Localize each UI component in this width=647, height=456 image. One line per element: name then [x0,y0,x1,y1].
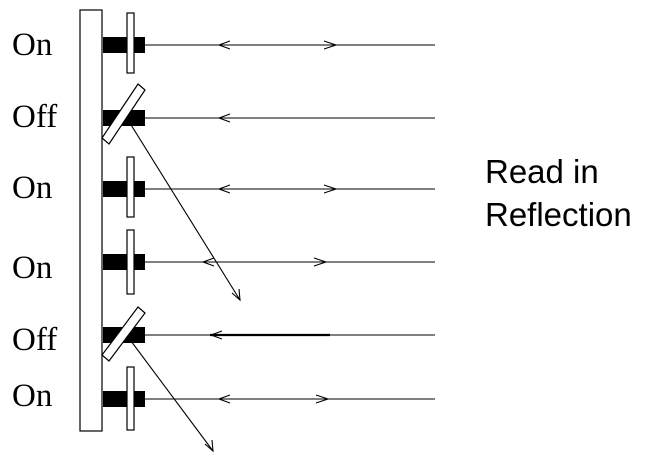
caption-line-1: Read in [485,153,599,190]
row-4-mirror-flat [126,229,135,295]
row-3-pixel-block [103,181,145,197]
row-4-pixel [103,229,435,295]
row-6-arrow-outgoing [315,394,330,404]
row-4-arrow-outgoing [313,257,328,267]
row-2-deflected-beam [127,119,241,301]
row-5-deflected-beam [127,336,214,452]
row-5-state-label: Off [12,322,57,358]
row-6-pixel [103,366,435,431]
row-2-pixel [101,83,435,302]
row-6-pixel-block [103,391,145,407]
row-6-state-label: On [12,378,52,414]
row-1-pixel-block [103,37,145,53]
row-3-arrow-incoming [217,184,231,194]
row-5-pixel [101,306,435,453]
row-5-mirror-tilted [101,306,146,362]
row-1-state-label: On [12,27,52,63]
row-5-deflected-arrowhead [204,439,214,453]
row-2-deflected-arrowhead [231,288,241,302]
row-1-pixel [103,12,435,74]
row-3-mirror-flat [126,156,135,218]
row-4-state-label: On [12,250,52,286]
row-2-state-label: Off [12,99,57,135]
row-5-arrow-incoming [209,330,223,340]
row-3-pixel [103,156,435,218]
substrate-bar [79,9,103,432]
row-3-state-label: On [12,170,52,206]
row-6-arrow-incoming [217,394,231,404]
caption-line-2: Reflection [485,196,632,233]
row-1-arrow-incoming [217,40,231,50]
row-3-arrow-outgoing [323,184,338,194]
row-4-arrow-incoming [201,257,215,267]
row-1-arrow-outgoing [323,40,338,50]
row-2-mirror-tilted [101,83,146,145]
row-4-pixel-block [103,254,145,270]
row-2-arrow-incoming [217,113,231,123]
row-6-mirror-flat [126,366,135,431]
row-1-mirror-flat [126,12,135,74]
